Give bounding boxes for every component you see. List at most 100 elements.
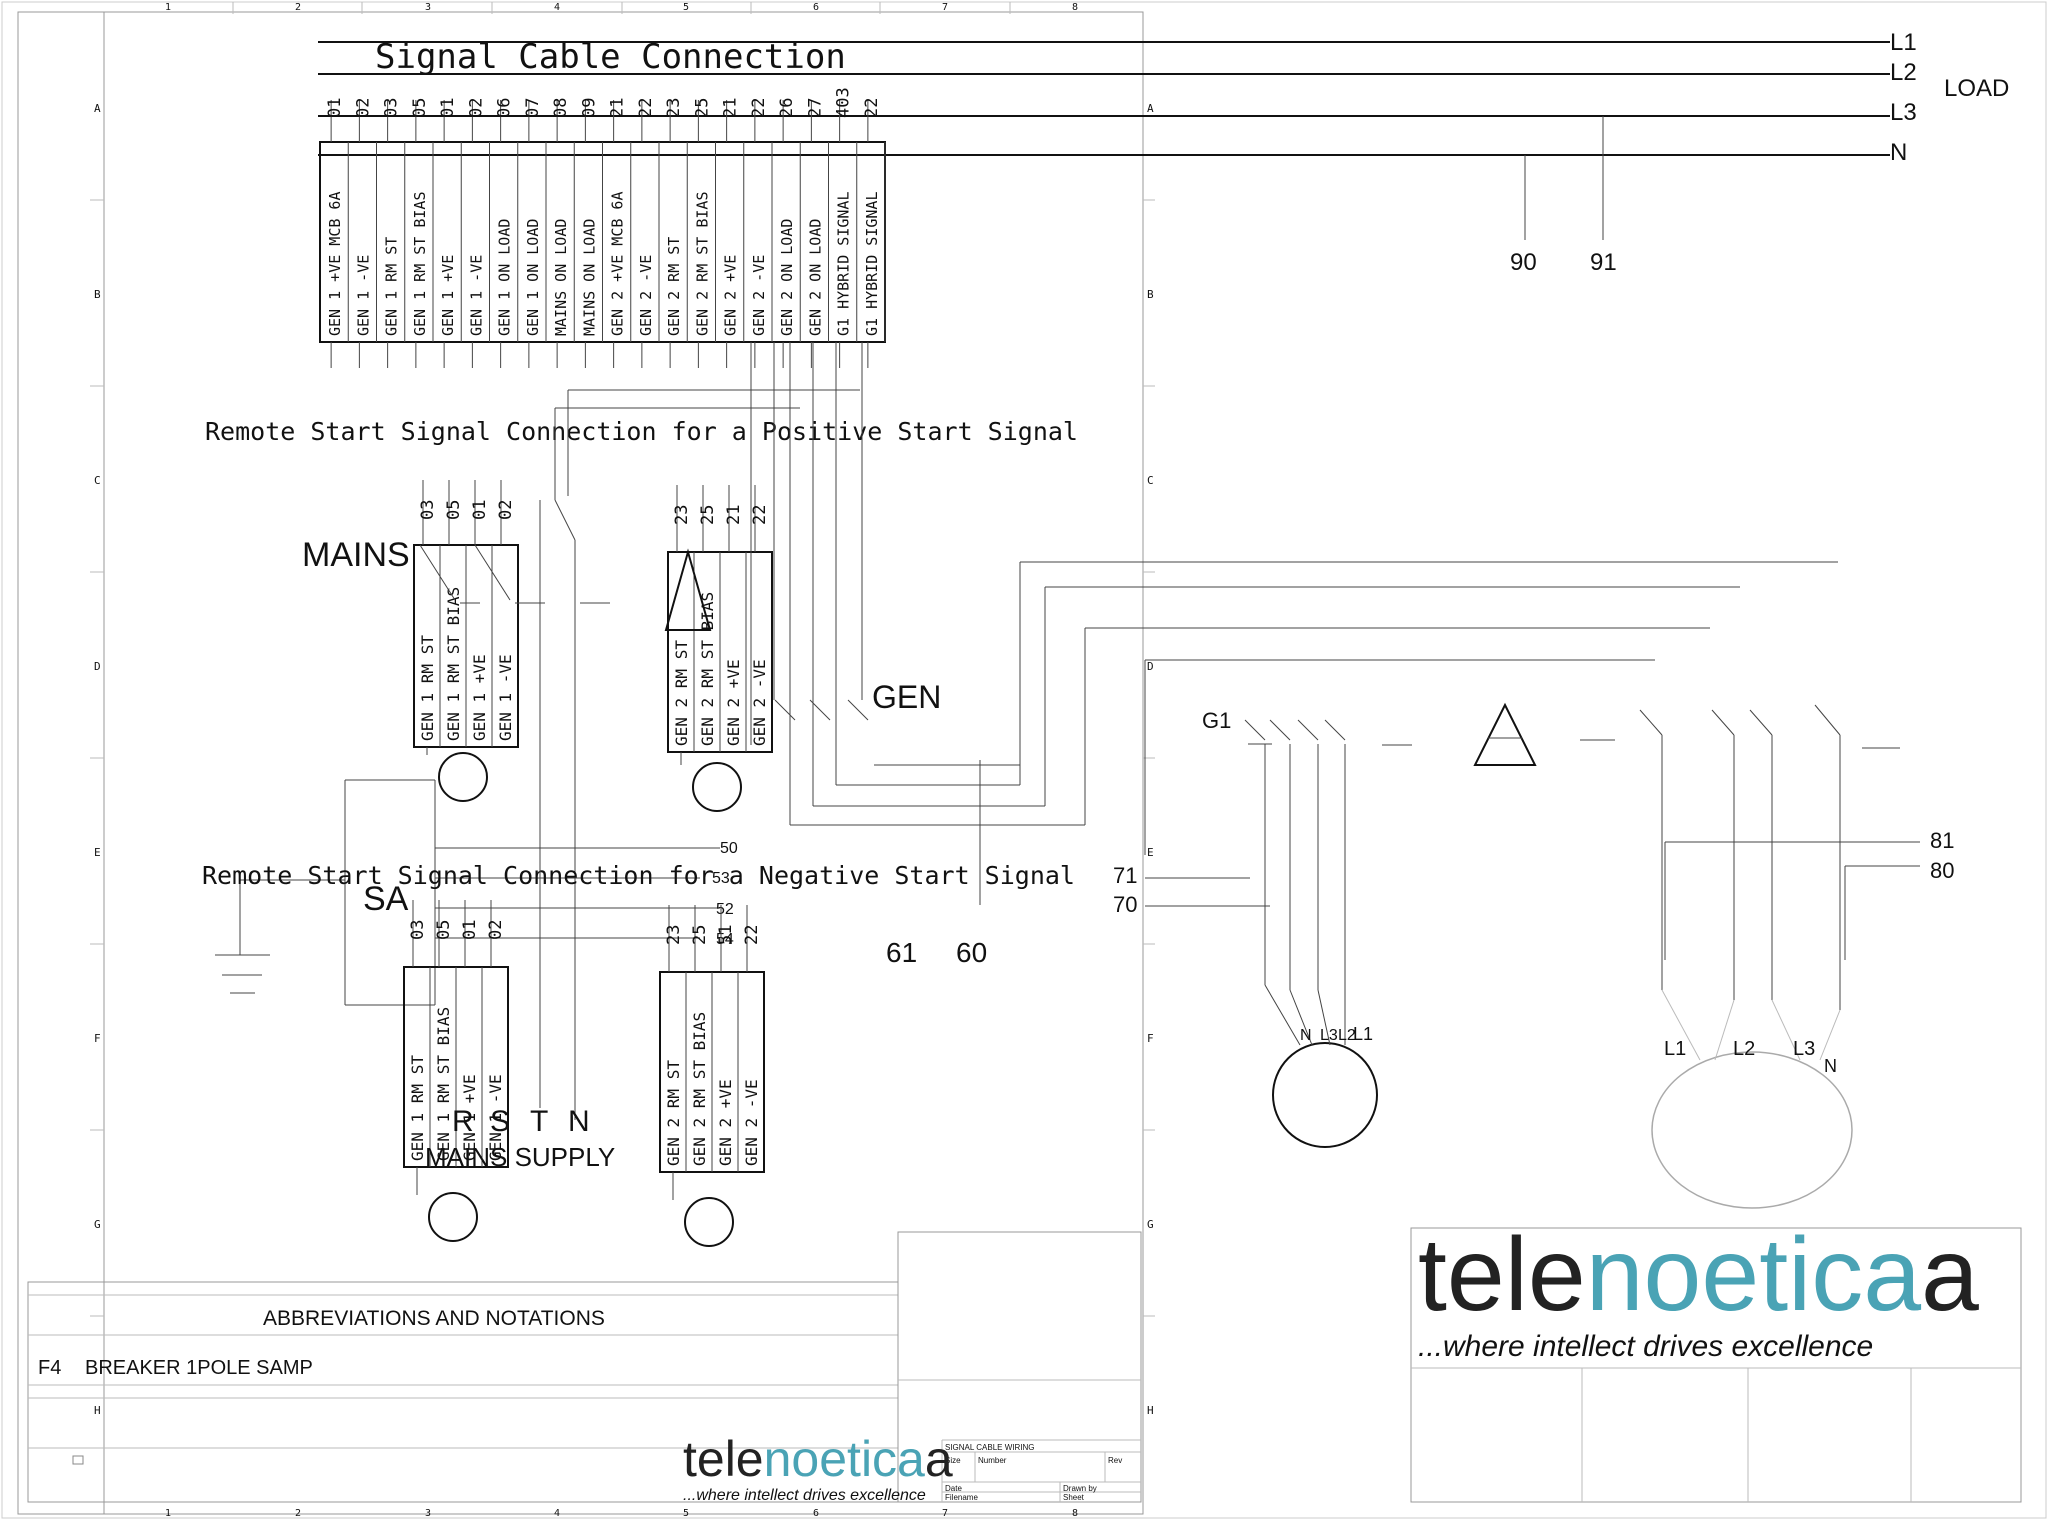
rstn-r: R [452, 1105, 474, 1138]
frame-row-C-left: C [94, 474, 101, 487]
main-title: Signal Cable Connection [375, 37, 846, 77]
block-terminal-number: 05 [434, 920, 454, 940]
load-label: LOAD [1944, 75, 2009, 102]
frame-col-2-top: 2 [295, 2, 301, 13]
strip-terminal-number: 22 [862, 98, 882, 118]
frame-row-F-right: F [1147, 1032, 1154, 1045]
frame-column-ticks [232, 2, 1011, 14]
block-terminal-number: 22 [742, 925, 762, 945]
mains-supply-label: MAINS SUPPLY [425, 1142, 615, 1172]
strip-terminal-number: 01 [325, 98, 345, 118]
strip-terminal-number: 25 [692, 98, 712, 118]
tap-90: 90 [1510, 249, 1537, 276]
strip-terminal-number: 27 [805, 98, 825, 118]
tb-size: Size [945, 1456, 961, 1465]
frame-row-D-right: D [1147, 660, 1154, 673]
rstn-t: T [530, 1105, 548, 1138]
wire-50: 50 [720, 840, 738, 857]
frame-row-G-right: G [1147, 1218, 1154, 1231]
block-terminal-number: 21 [724, 505, 744, 525]
strip-terminal-label: G1 HYBRID SIGNAL [835, 192, 853, 337]
motor2-term-l1: L1 [1664, 1038, 1686, 1060]
frame-row-ticks [90, 199, 1155, 1317]
wire-81: 81 [1930, 828, 1954, 853]
strip-terminal-label: GEN 1 -VE [354, 255, 372, 336]
tb-file: Filename [945, 1493, 978, 1502]
logo-big-dark: tele [1418, 1217, 1586, 1333]
strip-terminal-label: GEN 2 RM ST BIAS [693, 192, 711, 337]
abbr-heading: ABBREVIATIONS AND NOTATIONS [263, 1307, 605, 1330]
frame-col-5-top: 5 [683, 2, 689, 13]
wire-54: 54 [716, 931, 734, 948]
block-terminal-number: 05 [444, 500, 464, 520]
bus-line-l3: L3 [1890, 99, 1917, 126]
motor2-term-l2: L2 [1733, 1038, 1755, 1060]
remote-negative-title: Remote Start Signal Connection for a Neg… [202, 861, 1075, 890]
strip-terminal-number: 23 [664, 98, 684, 118]
frame-row-H-right: H [1147, 1404, 1154, 1417]
motor1-term-l1: L1 [1353, 1024, 1373, 1044]
strip-terminal-label: GEN 1 +VE [439, 255, 457, 336]
motor-2: L1 L2 L3 N [1651, 989, 1853, 1209]
logo-small-tail: a [925, 1431, 953, 1487]
strip-terminal-number: 09 [579, 98, 599, 118]
svg-text:telenoeticaa: telenoeticaa [683, 1431, 953, 1487]
relay-coil [428, 1192, 478, 1242]
strip-terminal-number: 07 [523, 98, 543, 118]
strip-terminal-label: MAINS ON LOAD [552, 219, 570, 336]
strip-terminal-number: 05 [410, 98, 430, 118]
mains-contactor [419, 499, 610, 1120]
bus-line-l1: L1 [1890, 29, 1917, 56]
frame-row-G-left: G [94, 1218, 101, 1231]
strip-terminal-number: 08 [551, 98, 571, 118]
strip-terminal-label: GEN 2 +VE MCB 6A [609, 192, 627, 337]
remote-positive-title: Remote Start Signal Connection for a Pos… [205, 417, 1078, 446]
load-bus: L1 L2 L3 N LOAD 90 91 [318, 29, 2009, 276]
block-terminal-label: GEN 2 RM ST [664, 1060, 683, 1166]
logo-small-tagline: ...where intellect drives excellence [683, 1487, 926, 1504]
strip-terminal-number: 06 [495, 98, 515, 118]
motor2-term-l3: L3 [1793, 1038, 1815, 1060]
frame-col-4-bottom: 4 [554, 1508, 560, 1519]
block-terminal-label: GEN 1 RM ST [418, 635, 437, 741]
motor2-term-n: N [1824, 1056, 1837, 1076]
tb-number: Number [978, 1456, 1007, 1465]
strip-terminal-label: G1 HYBRID SIGNAL [863, 192, 881, 337]
strip-terminal-number: 403 [834, 87, 854, 118]
tb-date: Date [945, 1484, 962, 1493]
frame-col-6-bottom: 6 [813, 1508, 819, 1519]
wire-71: 71 [1113, 863, 1137, 888]
logo-small: telenoeticaa ...where intellect drives e… [683, 1431, 953, 1504]
frame-row-A-left: A [94, 102, 101, 115]
triangle-symbol-main [1473, 702, 1537, 766]
logo-small-accent: noetica [764, 1431, 925, 1487]
block-terminal-label: GEN 2 +VE [724, 659, 743, 746]
motor1-term-l2: L2 [1338, 1027, 1356, 1044]
strip-terminal-number: 03 [382, 98, 402, 118]
strip-terminal-label: GEN 1 RM ST BIAS [411, 192, 429, 337]
strip-terminal-number: 02 [466, 98, 486, 118]
relay-coil [692, 762, 742, 812]
tb-drawn-by: Drawn by [1063, 1484, 1097, 1493]
frame-row-C-right: C [1147, 474, 1154, 487]
strip-terminal-label: MAINS ON LOAD [580, 219, 598, 336]
bus-line-l2: L2 [1890, 59, 1917, 86]
relay-coil [438, 752, 488, 802]
frame-row-E-right: E [1147, 846, 1154, 859]
triangle-symbol-gen2 [664, 548, 712, 631]
block-terminal-number: 51 [716, 925, 736, 945]
rstn-labels: R S T N [452, 1105, 590, 1138]
frame-col-8-bottom: 8 [1072, 1508, 1078, 1519]
mains-label: MAINS [302, 536, 410, 574]
company-block: telenoeticaa ...where intellect drives e… [1410, 1217, 2022, 1503]
frame-col-3-bottom: 3 [425, 1508, 431, 1519]
motor1-term-n: N [1300, 1027, 1312, 1044]
block-terminal-number: 02 [496, 500, 516, 520]
strip-terminal-number: 22 [636, 98, 656, 118]
wiring [215, 342, 1920, 1006]
logo-big-tagline: ...where intellect drives excellence [1418, 1330, 1873, 1363]
frame-row-B-right: B [1147, 288, 1154, 301]
